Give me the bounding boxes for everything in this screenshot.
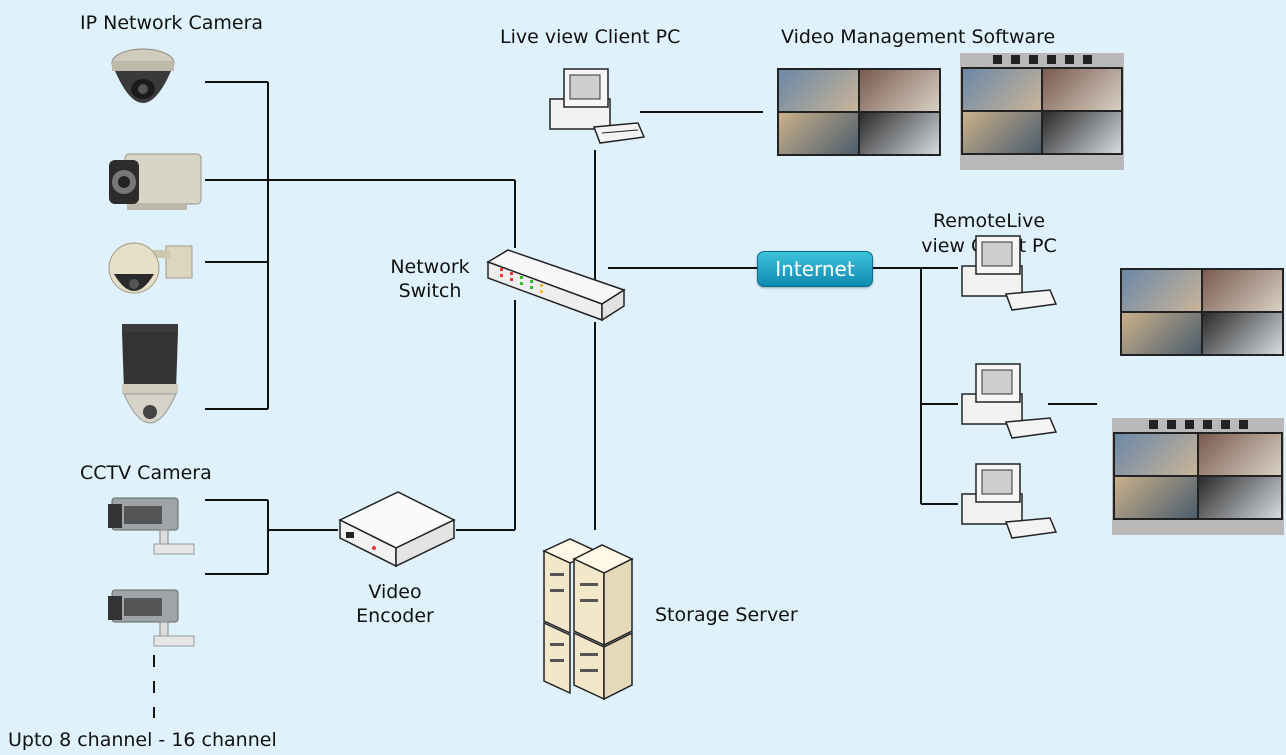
switch-label-line1: Network [390, 256, 470, 278]
storage-server-icon [542, 538, 634, 701]
desktop-pc-icon [549, 68, 646, 144]
video-mosaic-icon [1120, 268, 1284, 356]
ip-camera-label: IP Network Camera [80, 12, 264, 34]
dome-camera-icon [111, 48, 175, 103]
storage-label: Storage Server [655, 604, 798, 626]
video-mosaic-icon [777, 68, 941, 156]
desktop-pc-icon [961, 235, 1058, 311]
cctv-camera-icon [108, 497, 195, 555]
video-encoder-icon [338, 491, 456, 568]
cctv-label: CCTV Camera [80, 462, 212, 484]
internet-node: Internet [757, 251, 873, 287]
switch-label-line2: Switch [398, 280, 462, 302]
vms-label: Video Management Software [781, 26, 1056, 48]
box-camera-icon [109, 153, 202, 210]
channels-label: Upto 8 channel - 16 channel [8, 729, 277, 751]
video-filmstrip-icon [1112, 418, 1284, 535]
speed-dome-camera-icon [122, 324, 178, 424]
network-switch-icon [486, 249, 626, 322]
encoder-label-line2: Encoder [356, 605, 434, 627]
cctv-camera-icon [108, 589, 195, 647]
ptz-camera-icon [108, 242, 193, 294]
desktop-pc-icon [961, 463, 1058, 539]
encoder-label-line1: Video [368, 581, 422, 603]
desktop-pc-icon [961, 363, 1058, 439]
live-view-label: Live view Client PC [500, 26, 681, 48]
video-filmstrip-icon [960, 53, 1124, 170]
remote-label-line1: RemoteLive [932, 210, 1046, 232]
